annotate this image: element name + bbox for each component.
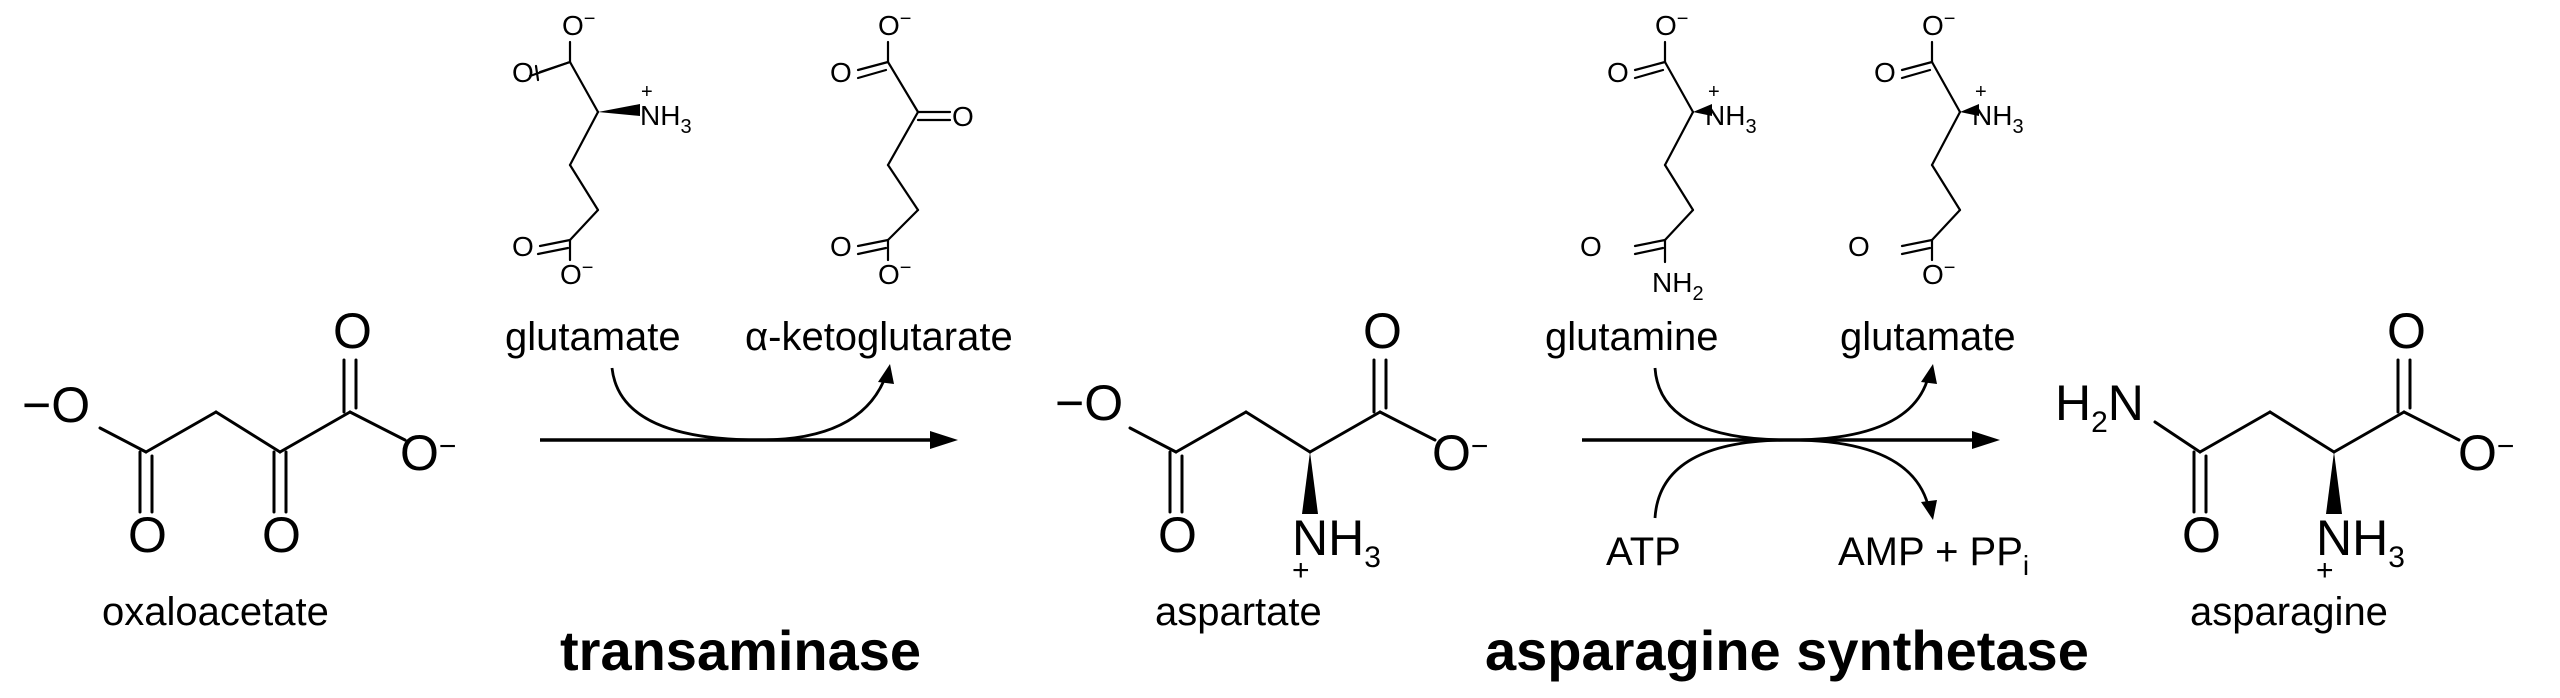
label-aspartate: aspartate [1155,590,1322,634]
atom-nh3: NH3 [1292,510,1381,574]
atom-o: O [1607,57,1629,88]
atom-o-minus: O− [562,8,595,41]
atom-o: O [1158,507,1197,563]
glutamate-2-structure: O− O NH3 + O O− [1848,8,2024,290]
atom-o: O [2182,507,2221,563]
glutamate-1-structure: O− O NH3 + O O− [512,8,692,290]
label-glutamine: glutamine [1545,315,1718,359]
enzyme-transaminase: transaminase [560,619,921,682]
atom-o-minus: −O [1055,375,1123,431]
asparagine-structure: H2N O O O− NH3 + [2055,303,2514,587]
atom-o-minus: O− [1655,8,1688,41]
atom-nh2: NH2 [1652,267,1704,305]
atom-o: O [830,231,852,262]
charge-plus: + [2316,554,2334,587]
atom-o: O [512,231,534,262]
asparagine-synthetase-arrow [1582,364,2000,520]
atom-nh3-plus: NH3 [1972,100,2024,138]
charge-plus: + [1292,554,1310,587]
atom-o-minus: O− [878,8,911,41]
label-amp-ppi: AMP + PPi [1838,530,2029,581]
transaminase-arrow [540,364,958,449]
atom-o: O [262,507,301,563]
atom-h2n: H2N [2055,375,2144,439]
label-oxaloacetate: oxaloacetate [102,590,329,634]
atom-nh3-plus: NH3 [1705,100,1757,138]
atom-o-minus: O− [400,425,456,481]
atom-o: O [830,57,852,88]
alpha-ketoglutarate-structure: O− O O O O− [830,8,974,290]
glutamine-structure: O− O NH3 + O NH2 [1580,8,1757,305]
atom-o-minus: O− [560,257,593,290]
atom-o: O [128,507,167,563]
label-alpha-ketoglutarate: α-ketoglutarate [745,315,1013,359]
label-atp: ATP [1606,530,1681,574]
enzyme-asparagine-synthetase: asparagine synthetase [1485,619,2089,682]
atom-o-minus: O− [2458,425,2514,481]
atom-nh3-plus: NH3 [640,100,692,138]
charge-plus: + [641,81,653,103]
charge-plus: + [1975,81,1987,103]
label-glutamate-2: glutamate [1840,315,2016,359]
charge-plus: + [1708,81,1720,103]
atom-nh3: NH3 [2316,510,2405,574]
atom-o: O [1874,57,1896,88]
label-asparagine: asparagine [2190,590,2388,634]
oxaloacetate-structure: −O O O O O− [22,303,456,563]
atom-o: O [1363,303,1402,359]
atom-o: O [1580,231,1602,262]
atom-o-minus: −O [22,377,90,433]
label-glutamate-1: glutamate [505,315,681,359]
atom-o-minus: O− [878,257,911,290]
atom-o-minus: O− [1922,257,1955,290]
atom-o-minus: O− [1432,425,1488,481]
atom-o: O [333,303,372,359]
atom-o: O [512,57,534,88]
atom-o: O [2387,303,2426,359]
aspartate-structure: −O O O O− NH3 + [1055,303,1488,587]
atom-o: O [1848,231,1870,262]
atom-o: O [952,101,974,132]
atom-o-minus: O− [1922,8,1955,41]
